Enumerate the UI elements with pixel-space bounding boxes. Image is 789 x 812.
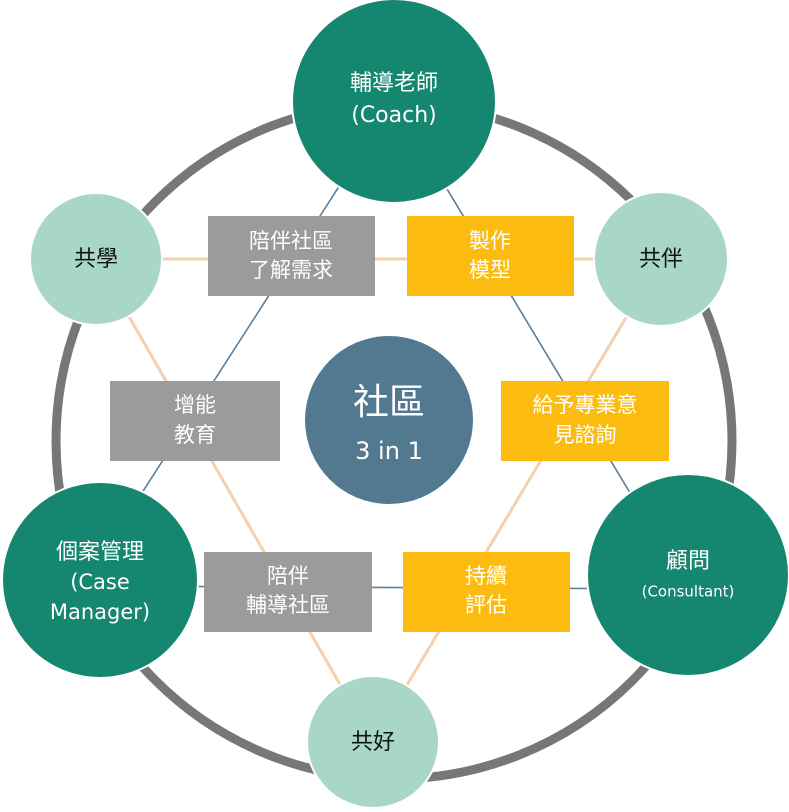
co-good-node-circle: [306, 675, 440, 809]
label-continuous-eval-box: [403, 552, 570, 632]
coach-node-subtitle: (Coach): [351, 103, 437, 128]
label-professional-advice-line2: 見諮詢: [554, 423, 617, 447]
coach-node-circle: [291, 0, 497, 204]
case-manager-node-subtitle-1: (Case: [70, 570, 130, 594]
label-make-model-box: [407, 216, 574, 296]
label-empower-educate-line2: 教育: [174, 423, 216, 447]
consultant-node-title: 顧問: [666, 549, 710, 574]
line-partner-good: [371, 258, 663, 743]
co-good-node-label: 共好: [351, 730, 395, 755]
label-accompany-understand-line1: 陪伴社區: [249, 229, 333, 253]
center-node-circle: [305, 336, 473, 504]
label-continuous-eval-line2: 評估: [465, 593, 507, 617]
label-accompany-understand: 陪伴社區 了解需求: [208, 216, 375, 296]
case-manager-node: 個案管理 (Case Manager): [1, 481, 199, 679]
co-learn-node-label: 共學: [74, 247, 118, 272]
consultant-node-subtitle: (Consultant): [642, 583, 735, 601]
center-node: 社區 3 in 1: [305, 336, 473, 504]
label-empower-educate-box: [110, 381, 280, 461]
case-manager-node-circle: [1, 481, 199, 679]
center-node-title: 社區: [353, 382, 425, 423]
case-manager-node-subtitle-2: Manager): [50, 600, 150, 624]
label-continuous-eval-line1: 持續: [465, 564, 507, 588]
co-partner-node: 共伴: [593, 191, 729, 327]
label-accompany-understand-line2: 了解需求: [249, 258, 333, 282]
label-empower-educate-line1: 增能: [174, 393, 216, 417]
label-accompany-guide-line1: 陪伴: [267, 564, 309, 588]
label-professional-advice: 給予專業意 見諮詢: [501, 381, 669, 461]
label-accompany-guide-box: [204, 552, 372, 632]
co-partner-node-circle: [593, 191, 729, 327]
co-partner-node-label: 共伴: [639, 247, 683, 272]
case-manager-node-title: 個案管理: [56, 540, 144, 565]
co-learn-node: 共學: [29, 192, 163, 326]
center-node-subtitle: 3 in 1: [355, 437, 423, 465]
line-learn-good: [94, 258, 375, 743]
coach-node-title: 輔導老師: [350, 71, 438, 96]
consultant-node: 顧問 (Consultant): [586, 473, 789, 677]
coach-node: 輔導老師 (Coach): [291, 0, 497, 204]
label-continuous-eval: 持續 評估: [403, 552, 570, 632]
label-empower-educate: 增能 教育: [110, 381, 280, 461]
co-learn-node-circle: [29, 192, 163, 326]
label-accompany-guide-line2: 輔導社區: [246, 593, 330, 617]
label-accompany-guide: 陪伴 輔導社區: [204, 552, 372, 632]
label-make-model-line1: 製作: [469, 229, 511, 253]
label-make-model-line2: 模型: [469, 258, 511, 282]
co-good-node: 共好: [306, 675, 440, 809]
label-professional-advice-line1: 給予專業意: [533, 393, 638, 417]
label-accompany-understand-box: [208, 216, 375, 296]
label-professional-advice-box: [501, 381, 669, 461]
label-make-model: 製作 模型: [407, 216, 574, 296]
consultant-node-circle: [586, 473, 789, 677]
